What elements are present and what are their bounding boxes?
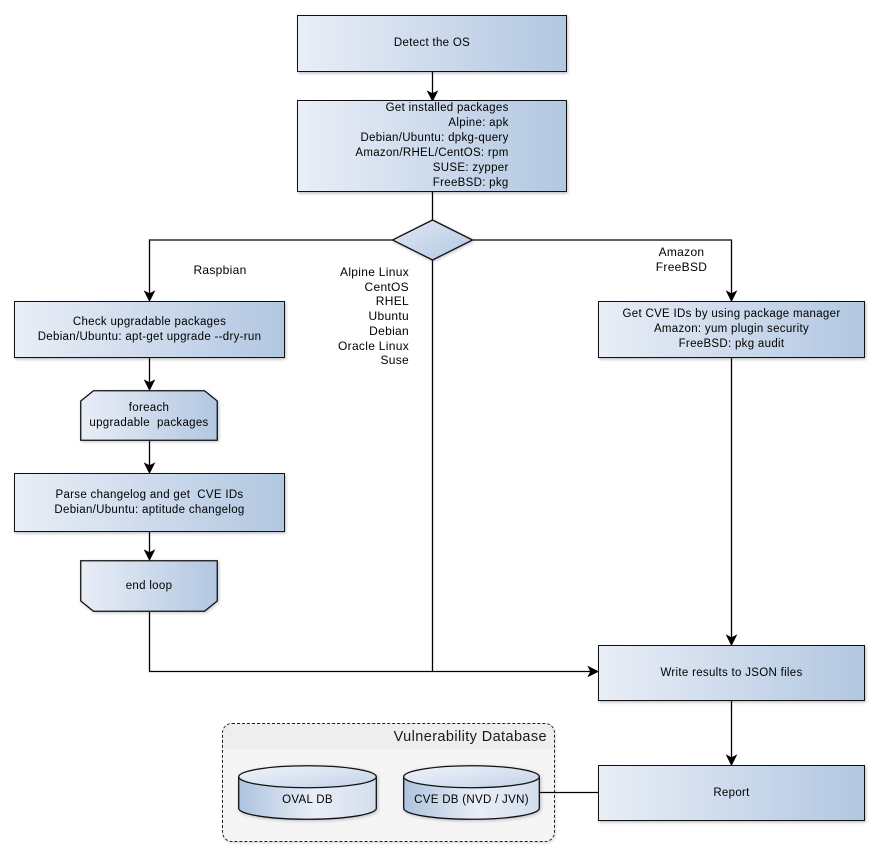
database-cylinder-icon (238, 765, 377, 820)
node-report: Report (598, 765, 865, 821)
arrow-decision-to-check-upgradable (143, 239, 393, 303)
database-cylinder-icon (403, 765, 540, 820)
edge-label-amazon-freebsd: Amazon FreeBSD (655, 245, 708, 274)
cve-db-cylinder: CVE DB (NVD / JVN) (403, 765, 540, 820)
node-write-results-label: Write results to JSON files (660, 666, 803, 679)
cve-db-label: CVE DB (NVD / JVN) (414, 794, 529, 806)
node-detect-os: Detect the OS (297, 15, 567, 72)
edge-label-raspbian: Raspbian (193, 263, 247, 277)
edge-label-os-list: Alpine Linux CentOS RHEL Ubuntu Debian O… (338, 265, 409, 368)
node-detect-os-label: Detect the OS (393, 37, 471, 49)
node-get-installed-packages: Get installed packages Alpine: apk Debia… (297, 100, 567, 192)
node-get-cve-ids: Get CVE IDs by using package manager Ama… (598, 301, 865, 358)
decision-diamond (391, 219, 474, 261)
loop-end-shape (80, 560, 218, 612)
node-end-loop-label: end loop (125, 579, 173, 592)
arrow-decision-to-get-cve (472, 239, 738, 303)
node-write-results: Write results to JSON files (598, 645, 865, 701)
vulnerability-database-title: Vulnerability Database (223, 724, 554, 750)
node-parse-changelog-label: Parse changelog and get CVE IDs Debian/U… (54, 488, 245, 516)
oval-db-cylinder: OVAL DB (238, 765, 377, 820)
arrow-endloop-to-write-results (148, 612, 600, 678)
node-check-upgradable: Check upgradable packages Debian/Ubuntu:… (14, 301, 285, 358)
oval-db-label: OVAL DB (282, 794, 333, 806)
node-parse-changelog: Parse changelog and get CVE IDs Debian/U… (14, 473, 285, 532)
node-report-label: Report (713, 786, 750, 799)
node-foreach-loop: foreach upgradable packages (80, 390, 218, 441)
node-end-loop: end loop (80, 560, 218, 612)
node-check-upgradable-label: Check upgradable packages Debian/Ubuntu:… (37, 315, 262, 343)
loop-start-shape (80, 390, 218, 441)
node-get-installed-packages-label: Get installed packages Alpine: apk Debia… (355, 102, 509, 189)
node-get-cve-ids-label: Get CVE IDs by using package manager Ama… (622, 308, 841, 350)
node-foreach-label: foreach upgradable packages (89, 401, 209, 429)
